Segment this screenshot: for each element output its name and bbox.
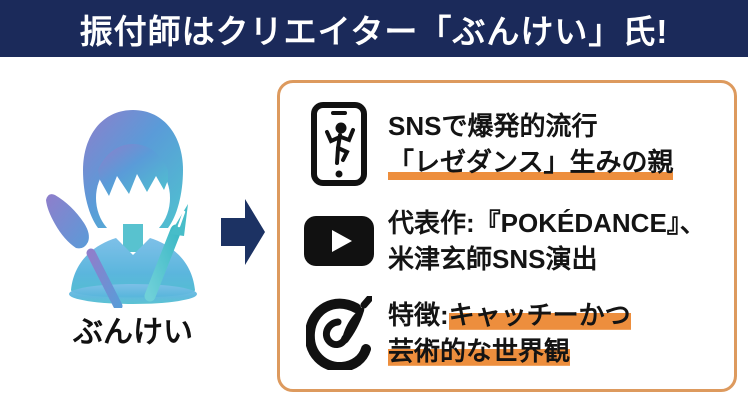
fact-line: SNSで爆発的流行 [388, 111, 598, 142]
paint-swirl-brush-icon [302, 295, 376, 370]
fact-row-sns-hit: SNSで爆発的流行 「レゼダンス」生みの親 [302, 102, 722, 187]
fact-text-sns-hit: SNSで爆発的流行 「レゼダンス」生みの親 [388, 108, 674, 181]
fact-line: 米津玄師SNS演出 [388, 243, 598, 274]
arrow-right-icon [221, 199, 265, 265]
fact-text-style: 特徴:キャッチーかつ 芸術的な世界観 [388, 297, 631, 369]
creator-facts-panel: SNSで爆発的流行 「レゼダンス」生みの親 代表作:『POKÉDANCE』、 米… [277, 80, 737, 392]
creator-name-label: ぶんけい [73, 316, 193, 349]
avatar-neck [123, 224, 143, 252]
fact-line: 代表作:『POKÉDANCE』、 [388, 207, 706, 238]
paintbrush-bristles [46, 194, 89, 249]
fact-line-underlined: 「レゼダンス」生みの親 [388, 147, 674, 181]
creator-avatar [38, 84, 228, 311]
watercolor-avatar-illustration [46, 110, 197, 311]
youtube-play-icon [302, 215, 376, 266]
fact-row-style: 特徴:キャッチーかつ 芸術的な世界観 [302, 295, 722, 370]
fact-row-works: 代表作:『POKÉDANCE』、 米津玄師SNS演出 [302, 205, 722, 277]
paintbrush-handle [86, 248, 123, 311]
pen-nib-slit [177, 210, 186, 228]
fact-line-prefix: 特徴: [388, 299, 449, 330]
fact-line-highlighted: キャッチーかつ [448, 299, 631, 330]
fact-line-highlighted: 芸術的な世界観 [388, 335, 571, 366]
page-title: 振付師はクリエイター「ぶんけい」氏! [79, 12, 669, 50]
pen-body [144, 224, 182, 302]
fact-text-works: 代表作:『POKÉDANCE』、 米津玄師SNS演出 [388, 205, 706, 277]
header-banner: 振付師はクリエイター「ぶんけい」氏! [0, 0, 748, 57]
smartphone-dancer-icon [302, 102, 376, 187]
avatar-bangs [98, 144, 168, 196]
watercolor-wash [69, 284, 197, 304]
